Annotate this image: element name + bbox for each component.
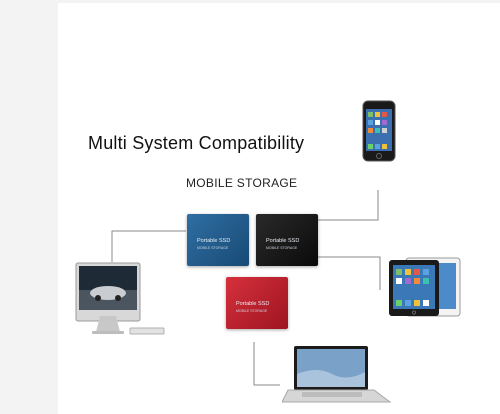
desktop-computer-icon	[75, 262, 165, 335]
page-title: Multi System Compatibility	[88, 133, 305, 153]
ssd-red: Portable SSD MOBILE STORAGE	[226, 277, 288, 329]
connector-phone	[318, 190, 379, 221]
ssd-label: Portable SSD	[197, 238, 231, 244]
ssd-sublabel: MOBILE STORAGE	[236, 309, 268, 313]
ssd-black: Portable SSD MOBILE STORAGE	[256, 214, 318, 266]
product-card	[58, 3, 500, 414]
connector-laptop	[253, 342, 280, 386]
laptop-icon	[282, 346, 392, 403]
connector-tablet	[318, 256, 381, 290]
ssd-sublabel: MOBILE STORAGE	[266, 246, 298, 250]
ssd-label: Portable SSD	[236, 301, 270, 307]
ssd-label: Portable SSD	[266, 238, 300, 244]
phone-icon	[362, 100, 396, 162]
page-subtitle: MOBILE STORAGE	[186, 176, 298, 190]
tablet-icon	[389, 257, 461, 317]
ssd-blue: Portable SSD MOBILE STORAGE	[187, 214, 249, 266]
connector-desktop	[111, 230, 186, 262]
ssd-sublabel: MOBILE STORAGE	[197, 246, 229, 250]
